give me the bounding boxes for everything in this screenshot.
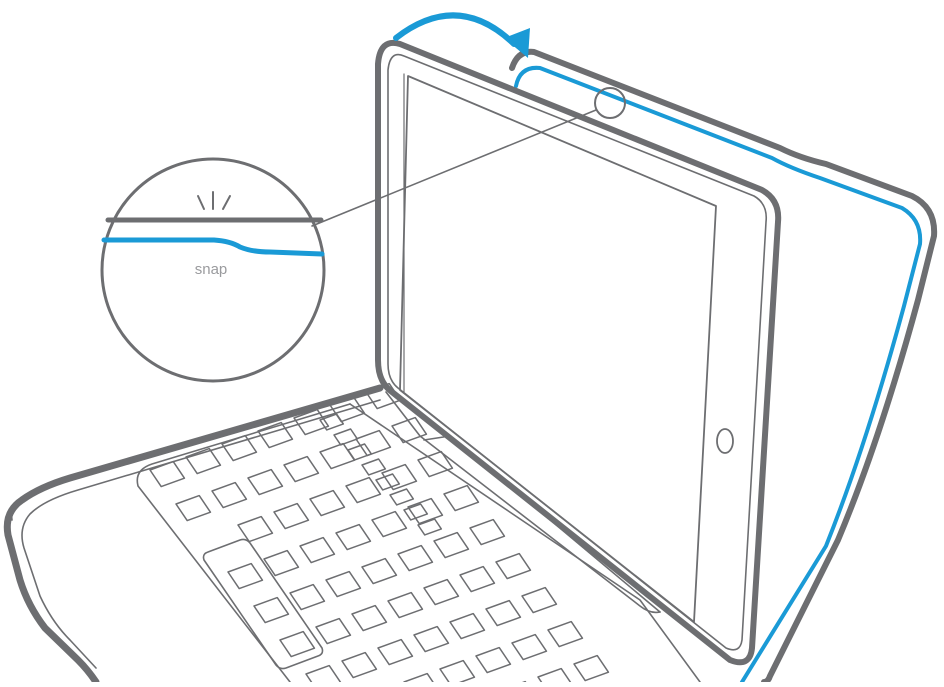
function-key bbox=[348, 444, 371, 460]
keyboard-key bbox=[254, 598, 288, 623]
keyboard-key bbox=[398, 546, 432, 571]
keyboard-key bbox=[512, 635, 546, 660]
keyboard-key bbox=[176, 496, 210, 521]
snap-burst-icon bbox=[198, 192, 230, 209]
zoom-snap-line bbox=[104, 240, 322, 254]
keyboard-key bbox=[450, 614, 484, 639]
keyboard-key bbox=[460, 567, 494, 592]
keyboard-key bbox=[440, 661, 474, 682]
keyboard-key bbox=[346, 478, 380, 503]
snap-label: snap bbox=[195, 261, 228, 278]
keyboard-key bbox=[476, 648, 510, 673]
keyboard-key bbox=[306, 666, 340, 682]
keyboard-key bbox=[496, 554, 530, 579]
keyboard-key bbox=[248, 470, 282, 495]
keyboard-key bbox=[316, 619, 350, 644]
home-button-icon bbox=[717, 429, 733, 453]
keyboard-key bbox=[320, 444, 354, 469]
keyboard-key bbox=[486, 601, 520, 626]
keyboard-key bbox=[342, 653, 376, 678]
tablet-screen bbox=[400, 76, 716, 622]
keyboard-key bbox=[538, 669, 572, 682]
keyboard-key bbox=[418, 452, 452, 477]
keyboard-key bbox=[222, 436, 256, 461]
keyboard-key bbox=[310, 491, 344, 516]
hinge-strip-inner bbox=[424, 436, 660, 612]
keyboard-key bbox=[388, 593, 422, 618]
keyboard-key bbox=[372, 512, 406, 537]
keyboard-key bbox=[356, 431, 390, 456]
keyboard-key bbox=[522, 588, 556, 613]
keyboard-key bbox=[326, 572, 360, 597]
function-key bbox=[418, 519, 441, 535]
hinge-strip bbox=[386, 392, 660, 612]
function-key bbox=[334, 429, 357, 445]
keyboard-key bbox=[470, 520, 504, 545]
keyboard-key bbox=[548, 622, 582, 647]
function-key bbox=[390, 489, 413, 505]
keyboard-key bbox=[414, 627, 448, 652]
keyboard-key bbox=[274, 504, 308, 529]
callout-target-ring bbox=[595, 88, 625, 118]
keyboard-key bbox=[290, 585, 324, 610]
zoom-callout: snap bbox=[102, 88, 625, 381]
keyboard-key bbox=[404, 674, 438, 682]
keyboard-key bbox=[378, 640, 412, 665]
keyboard-key bbox=[444, 486, 478, 511]
keyboard-key bbox=[300, 538, 334, 563]
callout-leader-line bbox=[312, 110, 596, 226]
keyboard-key bbox=[382, 465, 416, 490]
tablet-bezel-line bbox=[388, 55, 766, 650]
keyboard-key bbox=[362, 559, 396, 584]
case-snap-line bbox=[516, 68, 920, 682]
keyboard-key bbox=[574, 656, 608, 681]
keyboard-key bbox=[228, 564, 262, 589]
keyboard-key bbox=[284, 457, 318, 482]
keyboard-key bbox=[238, 517, 272, 542]
keyboard-key bbox=[212, 483, 246, 508]
keyboard-key bbox=[336, 525, 370, 550]
keyboard-key bbox=[280, 632, 314, 657]
spacebar-key bbox=[204, 539, 323, 668]
keyboard-key bbox=[352, 606, 386, 631]
keyboard-key bbox=[434, 533, 468, 558]
keyboard-base bbox=[7, 384, 700, 682]
keyboard-key bbox=[424, 580, 458, 605]
keyboard-key bbox=[150, 462, 184, 487]
function-key bbox=[404, 504, 427, 520]
